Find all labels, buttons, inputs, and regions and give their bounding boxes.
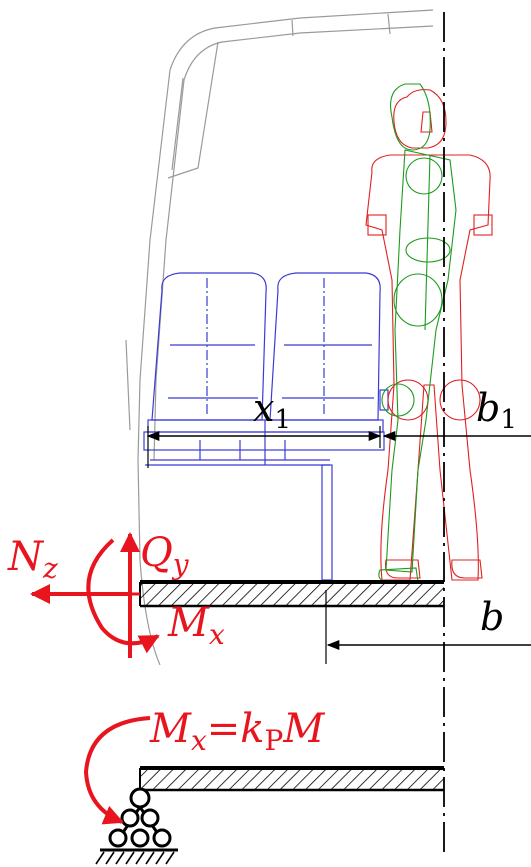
arrow-applied-moment bbox=[83, 716, 151, 825]
section-forces bbox=[30, 532, 160, 658]
seat-back-right bbox=[269, 272, 381, 421]
equation-moment: Mx=kPM bbox=[149, 706, 325, 757]
label-x1: x1 bbox=[253, 386, 291, 435]
floor-beam bbox=[139, 580, 444, 608]
label-qy: Qy bbox=[140, 530, 190, 581]
mannequin-red bbox=[365, 89, 493, 581]
support-beam bbox=[139, 766, 444, 792]
pin-support bbox=[95, 787, 178, 865]
seat-back-left bbox=[151, 272, 267, 421]
dimension-x1 bbox=[146, 426, 382, 468]
mannequin-green bbox=[378, 83, 457, 583]
arrow-mx bbox=[86, 538, 160, 654]
label-b1: b1 bbox=[476, 386, 517, 435]
label-nz: Nz bbox=[7, 534, 58, 585]
label-mx: Mx bbox=[167, 600, 225, 651]
label-b: b bbox=[480, 595, 504, 639]
bus-body-outline bbox=[125, 9, 434, 666]
